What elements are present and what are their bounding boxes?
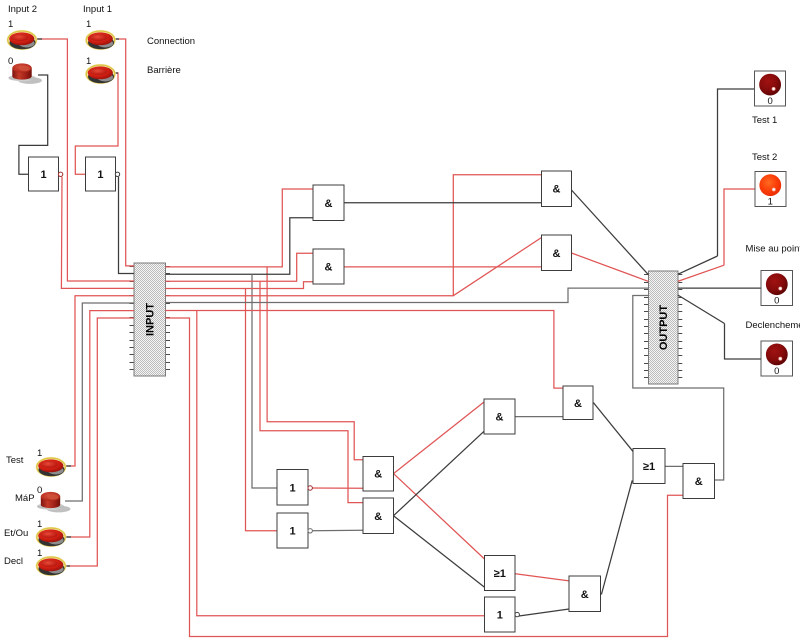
svg-text:Input 2: Input 2 (8, 4, 37, 15)
svg-text:OUTPUT: OUTPUT (658, 305, 670, 351)
svg-text:MáP: MáP (15, 493, 35, 504)
svg-text:1: 1 (86, 56, 91, 67)
svg-text:Declenchement: Declenchement (746, 320, 800, 331)
svg-text:Barrière: Barrière (147, 65, 181, 76)
svg-text:1: 1 (497, 610, 503, 622)
svg-text:0: 0 (8, 56, 13, 67)
svg-text:0: 0 (774, 296, 779, 307)
svg-text:Decl: Decl (4, 556, 23, 567)
svg-text:1: 1 (768, 197, 773, 208)
svg-text:Test: Test (6, 455, 24, 466)
svg-text:1: 1 (37, 448, 42, 459)
svg-text:&: & (325, 262, 333, 274)
svg-text:&: & (325, 198, 333, 210)
svg-text:1: 1 (289, 526, 295, 538)
svg-text:≥1: ≥1 (643, 461, 655, 473)
svg-text:0: 0 (774, 366, 779, 377)
svg-text:&: & (553, 248, 561, 260)
svg-text:1: 1 (40, 169, 46, 181)
svg-text:Test 1: Test 1 (752, 115, 777, 126)
svg-text:&: & (374, 469, 382, 481)
svg-text:INPUT: INPUT (145, 303, 157, 336)
svg-text:Mise au point: Mise au point (746, 244, 800, 255)
svg-text:1: 1 (37, 548, 42, 559)
svg-text:≥1: ≥1 (494, 568, 506, 580)
svg-text:1: 1 (37, 519, 42, 530)
svg-text:1: 1 (289, 482, 295, 494)
svg-text:1: 1 (8, 19, 13, 30)
svg-text:Connection: Connection (147, 36, 195, 47)
svg-text:0: 0 (37, 485, 42, 496)
svg-text:Test 2: Test 2 (752, 152, 777, 163)
svg-text:Input 1: Input 1 (83, 4, 112, 15)
svg-text:&: & (553, 184, 561, 196)
svg-text:&: & (496, 412, 504, 424)
svg-text:1: 1 (97, 169, 103, 181)
svg-text:1: 1 (86, 19, 91, 30)
svg-text:&: & (574, 398, 582, 410)
svg-text:&: & (695, 476, 703, 488)
svg-text:&: & (374, 511, 382, 523)
svg-text:0: 0 (767, 96, 772, 107)
svg-text:Et/Ou: Et/Ou (4, 528, 28, 539)
svg-text:&: & (581, 589, 589, 601)
